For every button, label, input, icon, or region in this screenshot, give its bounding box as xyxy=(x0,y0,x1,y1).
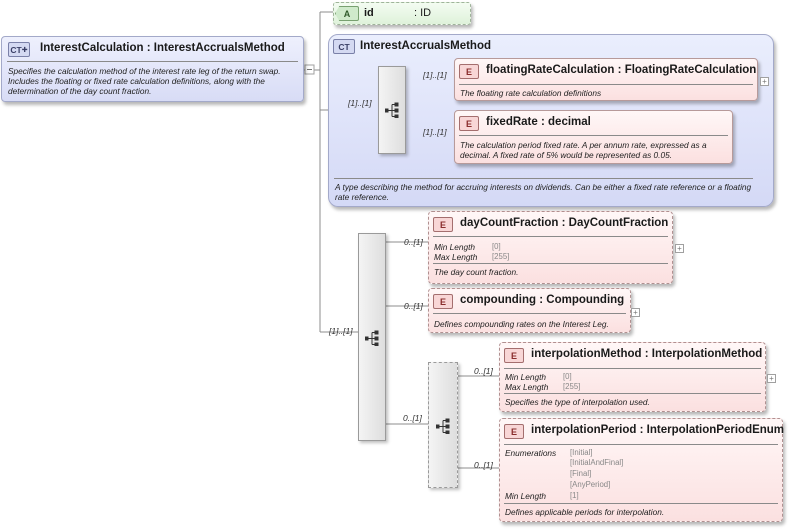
facet-value: [0] xyxy=(563,372,572,381)
choice-cardinality: [1]..[1] xyxy=(348,98,372,108)
element-description: The floating rate calculation definition… xyxy=(460,88,602,98)
attribute-id-node[interactable]: A id : ID xyxy=(333,2,471,25)
interest-calculation-node[interactable]: CT✚ InterestCalculation : InterestAccrua… xyxy=(1,36,304,102)
separator-line xyxy=(7,61,298,62)
separator-line xyxy=(433,236,668,237)
element-description: Defines compounding rates on the Interes… xyxy=(434,319,609,329)
element-description: The calculation period fixed rate. A per… xyxy=(460,140,707,160)
facet-value: [1] xyxy=(570,491,579,500)
element-description: The day count fraction. xyxy=(434,267,519,277)
facet-value: [255] xyxy=(563,382,581,391)
sequence-compositor[interactable] xyxy=(358,233,386,441)
sequence-icon xyxy=(365,330,379,346)
element-icon: E xyxy=(504,424,524,439)
element-icon: E xyxy=(459,64,479,79)
separator-line xyxy=(334,178,753,179)
type-description: A type describing the method for accruin… xyxy=(335,182,752,202)
separator-line xyxy=(504,393,761,394)
attribute-name: id xyxy=(364,7,374,19)
element-icon: E xyxy=(433,217,453,232)
element-icon: E xyxy=(433,294,453,309)
complex-type-icon: CT xyxy=(333,39,355,54)
facet-key: Max Length xyxy=(434,252,478,262)
interpolation-method-node[interactable]: E interpolationMethod : InterpolationMet… xyxy=(499,342,766,412)
expand-icon[interactable]: + xyxy=(767,374,776,383)
element-title: fixedRate : decimal xyxy=(486,116,591,128)
expand-icon[interactable]: + xyxy=(675,244,684,253)
element-title: compounding : Compounding xyxy=(460,294,625,306)
enum-value: [Final] xyxy=(570,469,592,478)
cardinality-label: [1]..[1] xyxy=(423,127,447,137)
sequence-icon xyxy=(436,418,450,434)
cardinality-label: 0..[1] xyxy=(404,301,423,311)
cardinality-label: [1]..[1] xyxy=(423,70,447,80)
separator-line xyxy=(433,313,626,314)
cardinality-label: 0..[1] xyxy=(403,413,422,423)
cardinality-label: 0..[1] xyxy=(404,237,423,247)
node-title: InterestCalculation : InterestAccrualsMe… xyxy=(40,42,285,54)
cardinality-label: 0..[1] xyxy=(474,460,493,470)
interpolation-period-node[interactable]: E interpolationPeriod : InterpolationPer… xyxy=(499,418,785,522)
separator-line xyxy=(459,135,728,136)
element-title: floatingRateCalculation : FloatingRateCa… xyxy=(486,64,757,76)
cardinality-label: 0..[1] xyxy=(474,366,493,376)
separator-line xyxy=(504,444,778,445)
expand-icon[interactable]: + xyxy=(631,308,640,317)
enum-value: [InitialAndFinal] xyxy=(570,458,624,467)
complex-type-icon: CT✚ xyxy=(8,42,30,57)
choice-compositor[interactable] xyxy=(378,66,406,154)
facet-key: Max Length xyxy=(505,382,549,392)
facet-key: Enumerations xyxy=(505,448,557,458)
facet-value: [255] xyxy=(492,252,510,261)
element-title: interpolationMethod : InterpolationMetho… xyxy=(531,348,763,360)
element-description: Specifies the type of interpolation used… xyxy=(505,397,650,407)
day-count-fraction-node[interactable]: E dayCountFraction : DayCountFraction Mi… xyxy=(428,211,673,284)
sequence-cardinality: [1]..[1] xyxy=(329,326,353,336)
element-icon: E xyxy=(459,116,479,131)
expand-icon[interactable]: + xyxy=(760,77,769,86)
type-title: InterestAccrualsMethod xyxy=(360,40,492,52)
facet-key: Min Length xyxy=(505,491,547,501)
floating-rate-calculation-node[interactable]: E floatingRateCalculation : FloatingRate… xyxy=(454,58,758,101)
attribute-icon: A xyxy=(335,6,359,21)
node-description: Specifies the calculation method of the … xyxy=(8,66,281,96)
element-title: interpolationPeriod : InterpolationPerio… xyxy=(531,424,785,436)
separator-line xyxy=(433,263,668,264)
compounding-node[interactable]: E compounding : Compounding Defines comp… xyxy=(428,288,631,333)
facet-key: Min Length xyxy=(505,372,547,382)
interpolation-sequence-compositor[interactable] xyxy=(428,362,458,488)
enum-value: [AnyPeriod] xyxy=(570,480,611,489)
element-description: Defines applicable periods for interpola… xyxy=(505,507,665,517)
separator-line xyxy=(504,503,778,504)
enum-value: [Initial] xyxy=(570,448,593,457)
separator-line xyxy=(459,84,753,85)
fixed-rate-node[interactable]: E fixedRate : decimal The calculation pe… xyxy=(454,110,733,164)
attribute-type: : ID xyxy=(414,7,432,19)
separator-line xyxy=(504,368,761,369)
facet-key: Min Length xyxy=(434,242,476,252)
choice-icon xyxy=(385,102,399,118)
element-icon: E xyxy=(504,348,524,363)
element-title: dayCountFraction : DayCountFraction xyxy=(460,217,669,229)
facet-value: [0] xyxy=(492,242,501,251)
